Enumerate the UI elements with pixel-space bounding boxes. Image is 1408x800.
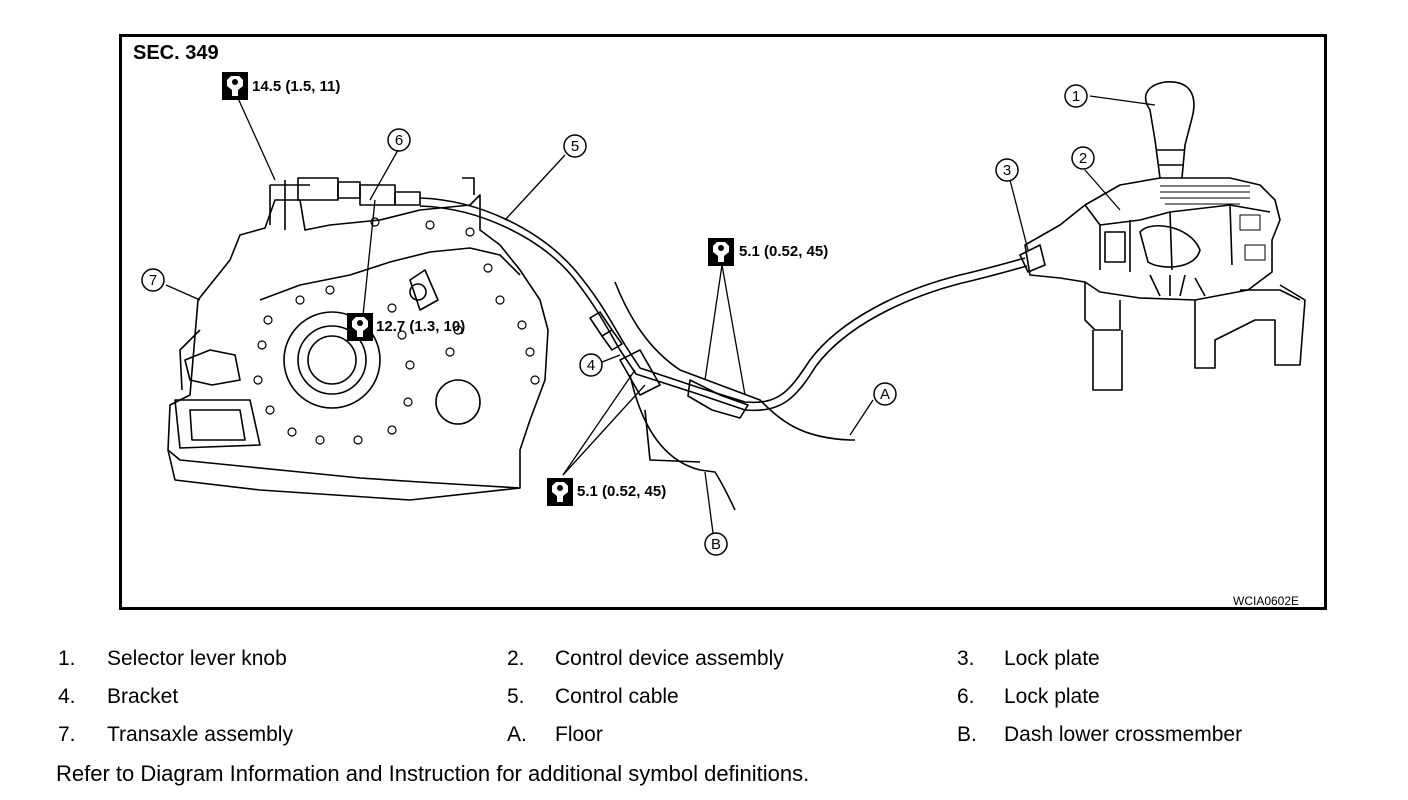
torque-spec-3: 5.1 (0.52, 45) [739, 243, 829, 260]
diagram-frame: 1 2 3 4 5 6 7 A B [119, 34, 1327, 610]
torque-wrench-icon [222, 72, 248, 100]
footer-note: Refer to Diagram Information and Instruc… [56, 761, 810, 786]
callout-6-circle [387, 128, 411, 152]
callout-2: 2 [1079, 150, 1087, 167]
legend-key: 2. [507, 647, 525, 670]
torque-spec-2: 12.7 (1.3, 10) [376, 318, 466, 335]
legend-key: A. [507, 723, 527, 746]
control-cable [419, 197, 1028, 412]
callout-4: 4 [587, 357, 595, 374]
callout-A-circle [873, 382, 897, 406]
legend-label: Lock plate [1004, 685, 1100, 708]
legend-label: Floor [555, 723, 603, 746]
torque-spec-4: 5.1 (0.52, 45) [577, 483, 667, 500]
torque-wrench-icon [708, 238, 734, 266]
legend-key: B. [957, 723, 977, 746]
legend-key: 5. [507, 685, 525, 708]
torque-spec-1: 14.5 (1.5, 11) [252, 78, 341, 95]
control-device-assembly [1019, 81, 1306, 391]
callout-B: B [711, 536, 721, 553]
legend-label: Dash lower crossmember [1004, 723, 1243, 746]
diagram-illustration: 1 2 3 4 5 6 7 A B [141, 72, 1306, 556]
callout-4-circle [579, 353, 603, 377]
legend-label: Bracket [107, 685, 179, 708]
callout-1: 1 [1072, 88, 1080, 105]
legend-key: 3. [957, 647, 975, 670]
callout-5-circle [563, 134, 587, 158]
legend-label: Transaxle assembly [107, 723, 293, 746]
torque-wrench-icon [347, 313, 373, 341]
section-label: SEC. 349 [133, 42, 219, 64]
legend-label: Control cable [555, 685, 679, 708]
transaxle-assembly [167, 177, 549, 501]
legend-label: Lock plate [1004, 647, 1100, 670]
floor-line [614, 281, 855, 441]
torque-icons [222, 72, 734, 506]
callout-1-circle [1064, 84, 1088, 108]
callout-3: 3 [1003, 162, 1011, 179]
callout-B-circle [704, 532, 728, 556]
legend-key: 6. [957, 685, 975, 708]
crossmember-line [629, 374, 736, 511]
legend-label: Selector lever knob [107, 647, 287, 670]
callout-A: A [880, 386, 890, 403]
legend-key: 1. [58, 647, 76, 670]
callout-3-circle [995, 158, 1019, 182]
callout-5: 5 [571, 138, 579, 155]
torque-wrench-icon [547, 478, 573, 506]
legend-label: Control device assembly [555, 647, 784, 670]
legend-key: 4. [58, 685, 76, 708]
legend-key: 7. [58, 723, 76, 746]
callout-7: 7 [149, 272, 157, 289]
figure-reference-code: WCIA0602E [1233, 594, 1300, 608]
callout-6: 6 [395, 132, 403, 149]
callout-7-circle [141, 268, 165, 292]
callout-2-circle [1071, 146, 1095, 170]
